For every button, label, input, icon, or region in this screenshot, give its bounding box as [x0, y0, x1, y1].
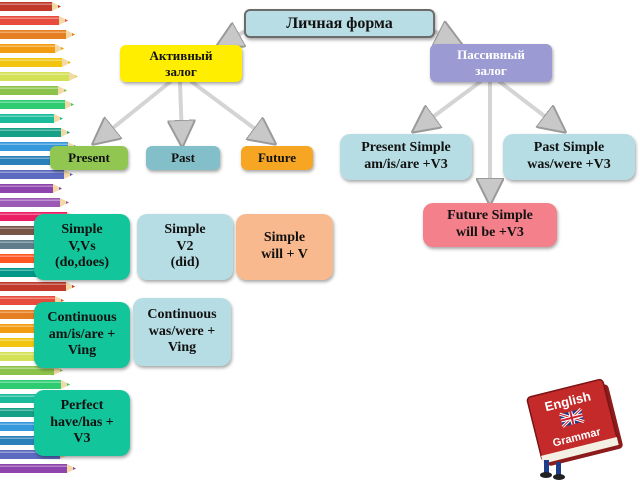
active-future-simple-node: Simple will + V: [236, 214, 333, 280]
future-tense-node: Future: [241, 146, 313, 170]
present-tense-node: Present: [50, 146, 128, 170]
arrow-active-to-present: [98, 80, 172, 140]
pencil: [0, 464, 76, 473]
active-present-simple-node: Simple V,Vs (do,does): [34, 214, 130, 280]
pencil: [0, 30, 75, 39]
personal-form-root: Личная форма: [244, 9, 435, 38]
pencil: [0, 198, 69, 207]
pencil: [0, 114, 63, 123]
pencil: [0, 16, 68, 25]
pencil: [0, 44, 64, 53]
arrow-passive-to-present-simple: [418, 80, 482, 128]
colored-pencils-decoration: [0, 2, 78, 473]
pencil: [0, 128, 70, 137]
pencil: [0, 2, 61, 11]
active-present-perfect-node: Perfect have/has + V3: [34, 390, 130, 456]
pencil: [0, 100, 74, 109]
pencil: [0, 72, 78, 81]
arrow-active-to-past: [180, 80, 182, 140]
passive-voice-node: Пассивный залог: [430, 44, 552, 82]
book-mascot-legs: [540, 460, 565, 480]
pencil: [0, 380, 70, 389]
active-voice-node: Активный залог: [120, 45, 242, 82]
passive-present-simple-node: Present Simple am/is/are +V3: [340, 134, 472, 180]
arrow-active-to-future: [190, 80, 270, 140]
passive-past-simple-node: Past Simple was/were +V3: [503, 134, 635, 180]
pencil: [0, 58, 71, 67]
pencil: [0, 170, 73, 179]
active-past-simple-node: Simple V2 (did): [137, 214, 233, 280]
pencil: [0, 366, 63, 375]
active-past-continuous-node: Continuous was/were + Ving: [133, 298, 231, 366]
arrow-passive-to-past-simple: [498, 80, 560, 128]
active-present-continuous-node: Continuous am/is/are + Ving: [34, 302, 130, 368]
past-tense-node: Past: [146, 146, 220, 170]
uk-flag-icon: [559, 407, 585, 428]
english-grammar-book-image: English Grammar: [508, 352, 640, 480]
pencil: [0, 282, 75, 291]
pencil: [0, 184, 62, 193]
pencil: [0, 86, 67, 95]
passive-future-simple-node: Future Simple will be +V3: [423, 203, 557, 247]
